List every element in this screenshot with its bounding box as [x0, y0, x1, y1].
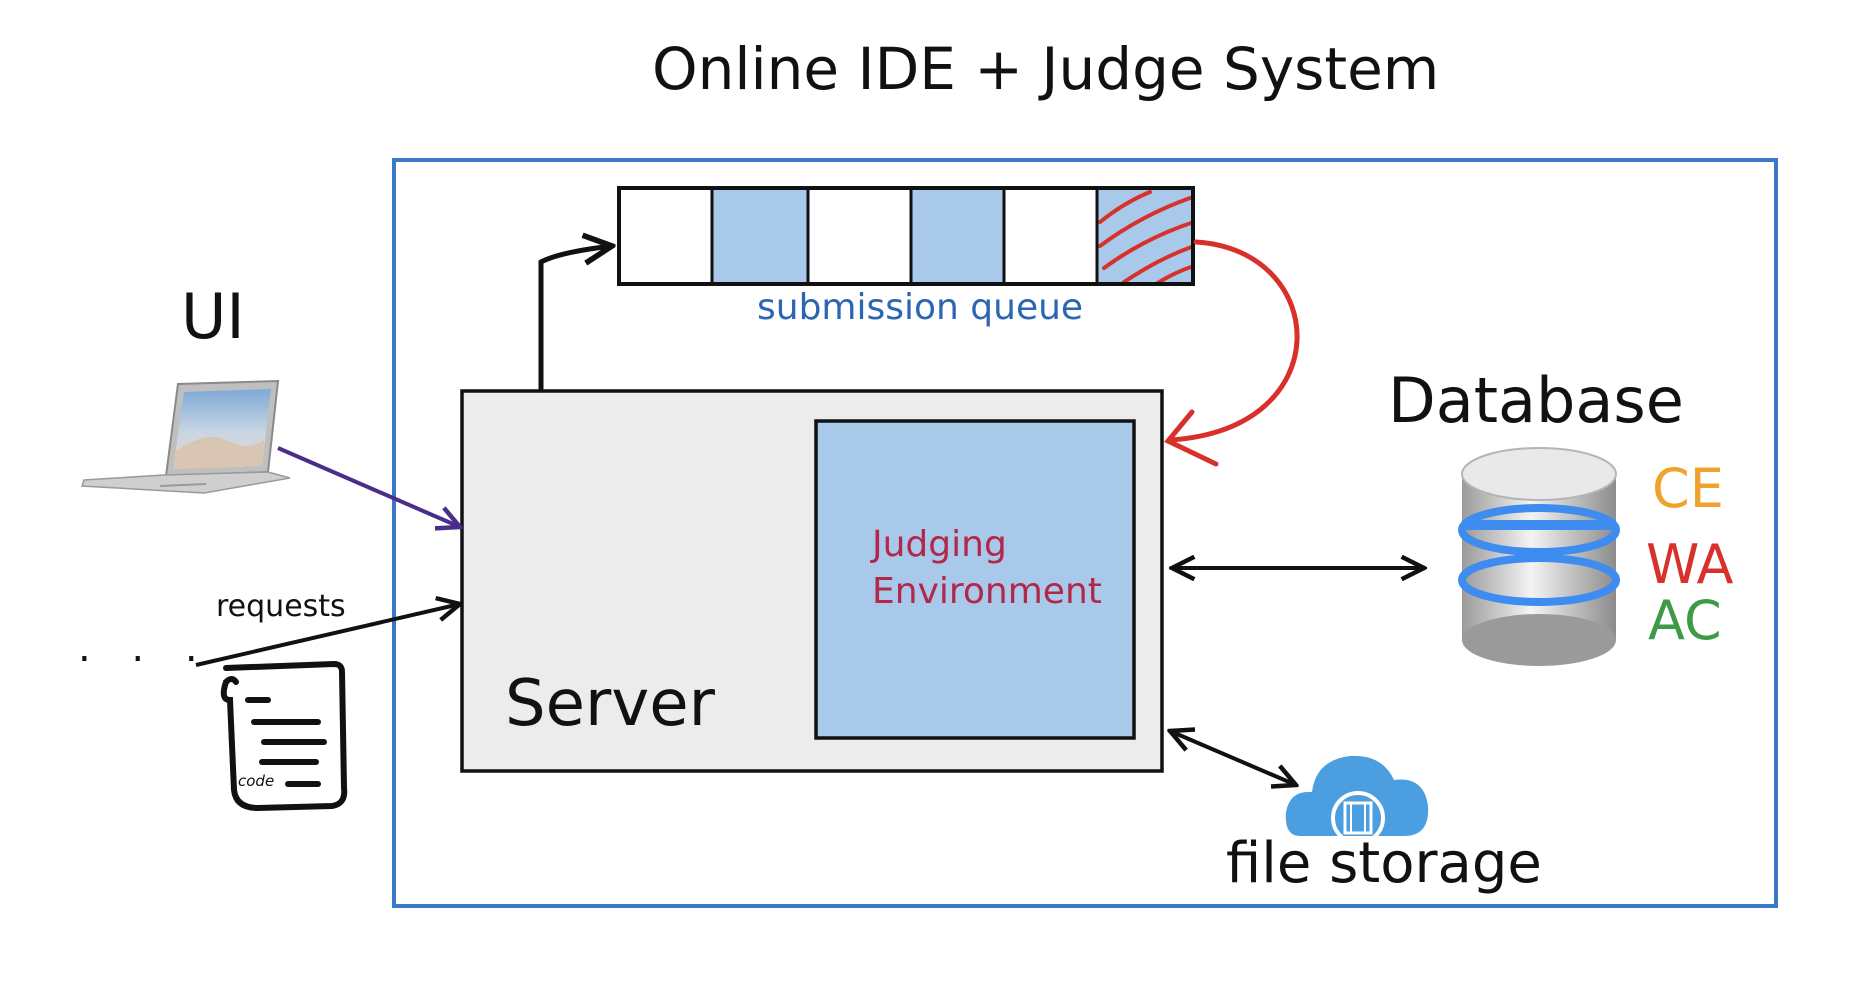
laptop-icon	[80, 379, 291, 494]
cloud-storage-icon	[1285, 755, 1429, 845]
judging-environment-box	[814, 419, 1136, 740]
server-to-queue-arrow	[538, 246, 612, 393]
judging-line-2: Environment	[872, 570, 1102, 612]
server-label: Server	[505, 667, 715, 741]
database-label: Database	[1388, 364, 1684, 437]
queue-to-judge-arrow	[1164, 239, 1300, 467]
database-icon	[1458, 447, 1620, 666]
file-storage-label: file storage	[1226, 831, 1542, 896]
diagram-title: Online IDE + Judge System	[652, 35, 1440, 103]
queue-cell	[1004, 188, 1097, 284]
verdict-ce: CE	[1652, 457, 1724, 520]
queue-outline	[617, 186, 1195, 286]
code-label: code	[238, 772, 275, 790]
more-clients-ellipsis: . . .	[78, 625, 212, 671]
queue-cell	[911, 188, 1004, 284]
ui-label: UI	[181, 280, 245, 353]
judging-line-1: Judging	[872, 524, 1007, 565]
queue-cell	[712, 188, 808, 284]
submission-queue-label: submission queue	[757, 287, 1084, 328]
verdict-wa: WA	[1646, 533, 1734, 596]
requests-arrow	[195, 604, 460, 667]
submission-queue	[617, 186, 1195, 286]
ui-to-server-arrow	[277, 446, 460, 527]
system-boundary	[392, 158, 1778, 908]
verdict-ac: AC	[1648, 589, 1722, 652]
queue-cell	[619, 188, 712, 284]
server-filestorage-arrow	[1170, 731, 1296, 785]
requests-label: requests	[216, 589, 346, 624]
queue-cell	[808, 188, 911, 284]
code-document-icon	[220, 660, 348, 812]
judging-environment-label: Judging Environment	[872, 522, 1102, 616]
